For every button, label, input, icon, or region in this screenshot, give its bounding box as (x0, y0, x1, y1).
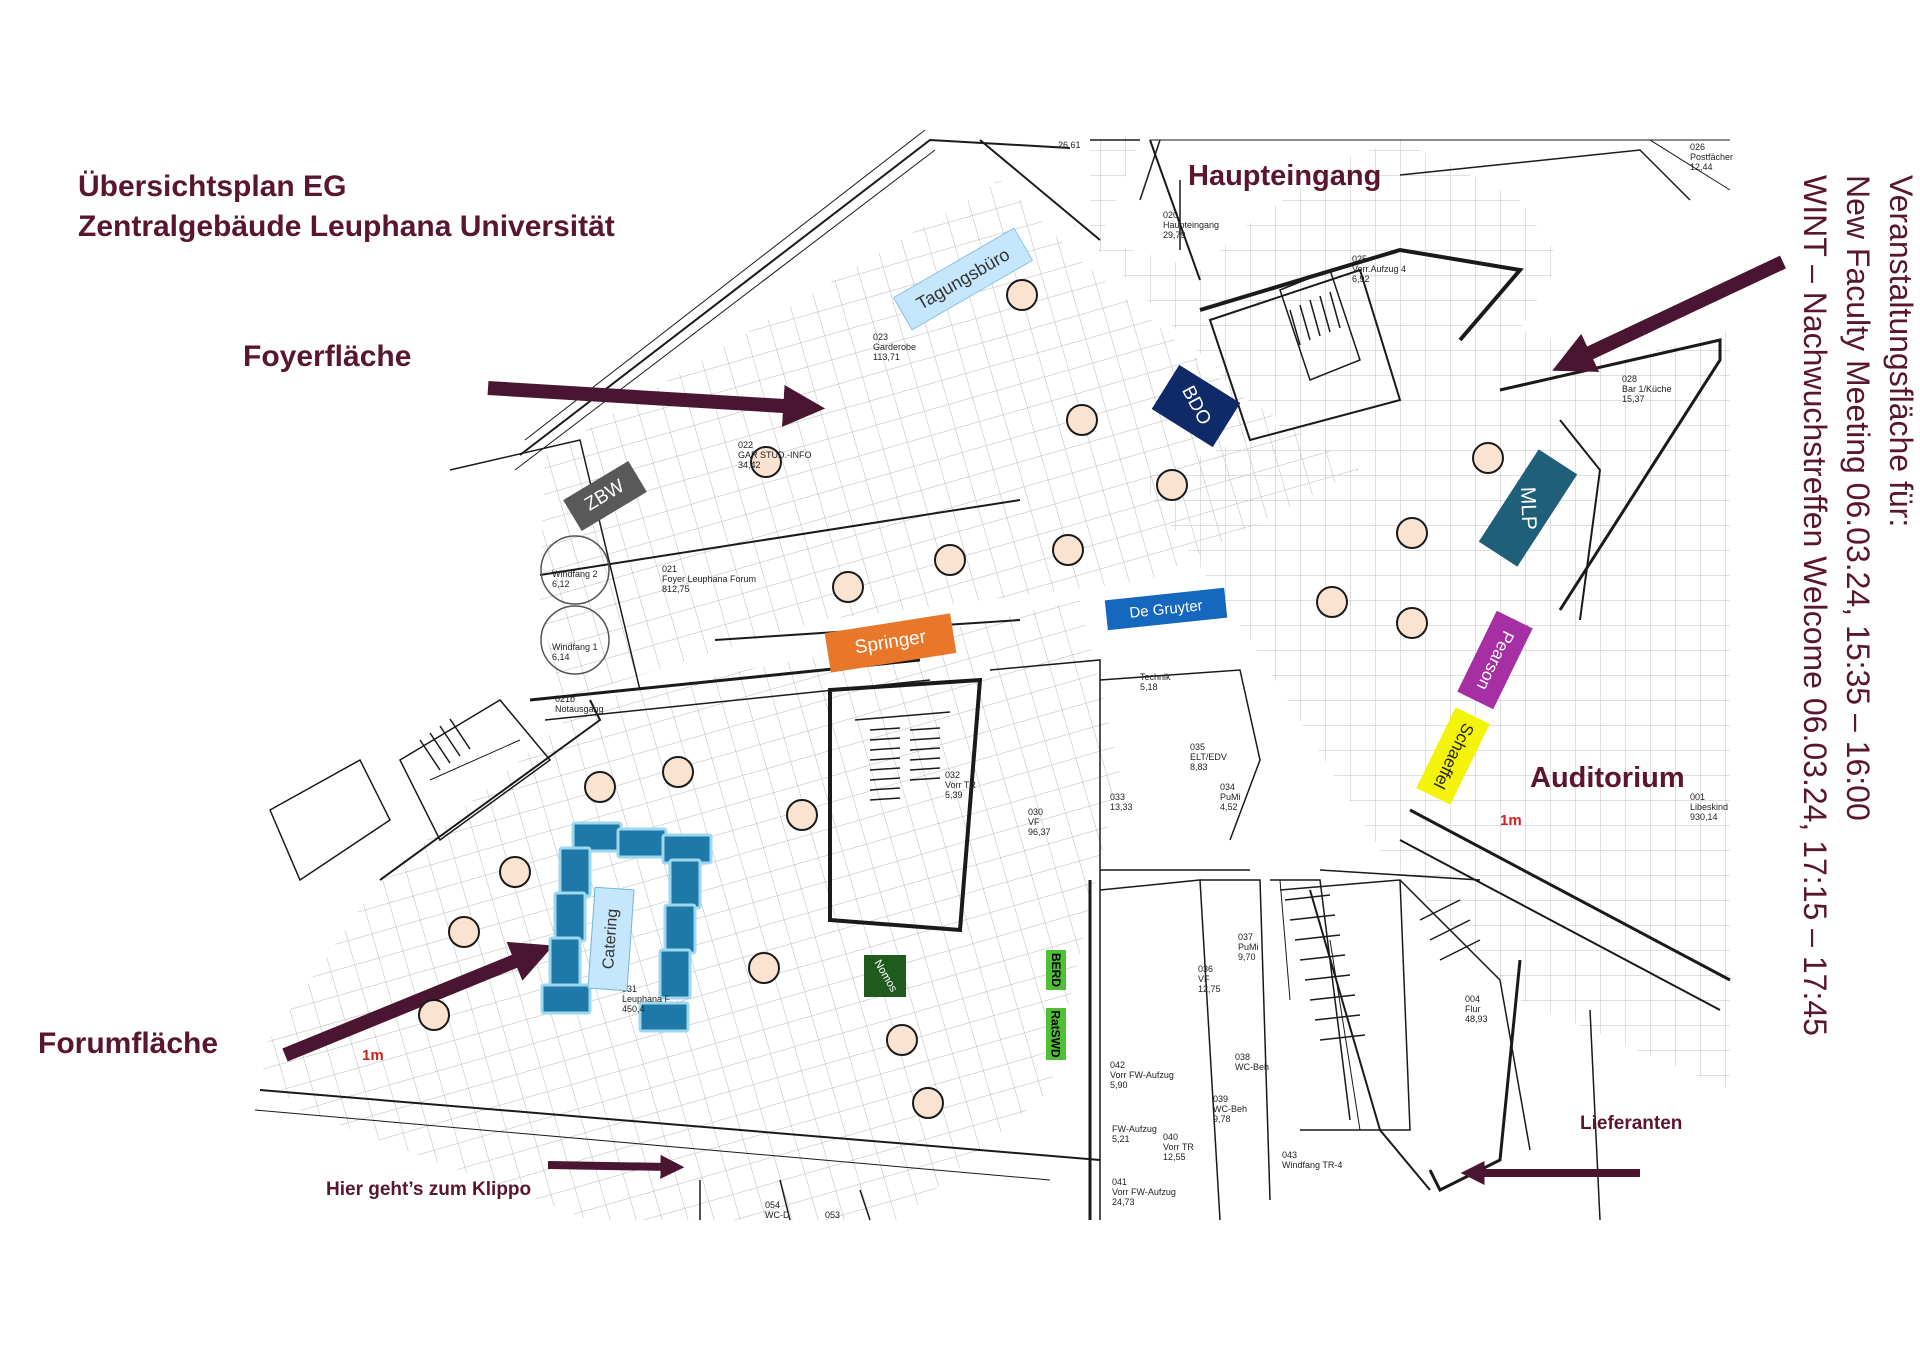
round-table (662, 756, 694, 788)
round-table (750, 446, 782, 478)
area-label-suppliers: Lieferanten (1580, 1113, 1683, 1134)
round-table (1052, 534, 1084, 566)
arrow-haupteingang (1552, 255, 1786, 372)
page-title-line1: Übersichtsplan EG (78, 170, 347, 203)
stand-ratswd: RatSWD (1046, 1008, 1066, 1060)
arrows (282, 255, 1786, 1185)
arrow-forum (282, 941, 554, 1062)
round-table (1316, 586, 1348, 618)
stand-catering: Catering (587, 886, 635, 992)
round-table (886, 1024, 918, 1056)
scale-label-forum: 1m (362, 1047, 384, 1064)
area-label-forum: Forumfläche (38, 1027, 219, 1060)
round-table (786, 799, 818, 831)
stand-nomos: Nomos (864, 955, 906, 997)
page-title: Übersichtsplan EG Zentralgebäude Leuphan… (78, 170, 615, 244)
event-info-line2: New Faculty Meeting 06.03.24, 15:35 – 16… (1840, 175, 1876, 821)
event-info-line1: Veranstaltungsfläche für: (1883, 175, 1919, 528)
round-table (448, 916, 480, 948)
round-table (1472, 442, 1504, 474)
area-label-entrance: Haupteingang (1188, 160, 1382, 192)
round-table (934, 544, 966, 576)
round-tables (418, 279, 1504, 1119)
round-table (912, 1087, 944, 1119)
area-label-auditorium: Auditorium (1530, 762, 1685, 794)
round-table (1006, 279, 1038, 311)
floor-tiles (255, 135, 1730, 1220)
area-label-foyer: Foyerfläche (243, 340, 412, 373)
round-table (584, 771, 616, 803)
scale-label-auditorium: 1m (1500, 812, 1522, 829)
catering-tables (540, 821, 713, 1033)
page-title-line2: Zentralgebäude Leuphana Universität (78, 210, 615, 243)
round-table (1066, 404, 1098, 436)
round-table (1156, 469, 1188, 501)
round-table (1396, 607, 1428, 639)
room-label-2661: 26,61 (1058, 140, 1081, 150)
round-table (832, 571, 864, 603)
event-info-line3: WINT – Nachwuchstreffen Welcome 06.03.24… (1797, 175, 1833, 1036)
room-label-053: 053 (825, 1210, 840, 1220)
round-table (499, 856, 531, 888)
scale-labels: 1m 1m (362, 812, 1522, 1064)
arrow-klippo (547, 1154, 685, 1179)
stand-berd: BERD (1046, 950, 1066, 990)
event-info: Veranstaltungsfläche für: New Faculty Me… (1793, 175, 1920, 1036)
round-table (748, 952, 780, 984)
area-label-klippo: Hier geht’s zum Klippo (326, 1179, 532, 1200)
entrance-rings (540, 535, 610, 675)
arrow-foyer (487, 381, 826, 427)
round-table (418, 999, 450, 1031)
stairs (419, 291, 1481, 1041)
walls (254, 129, 1731, 1221)
round-table (1396, 517, 1428, 549)
